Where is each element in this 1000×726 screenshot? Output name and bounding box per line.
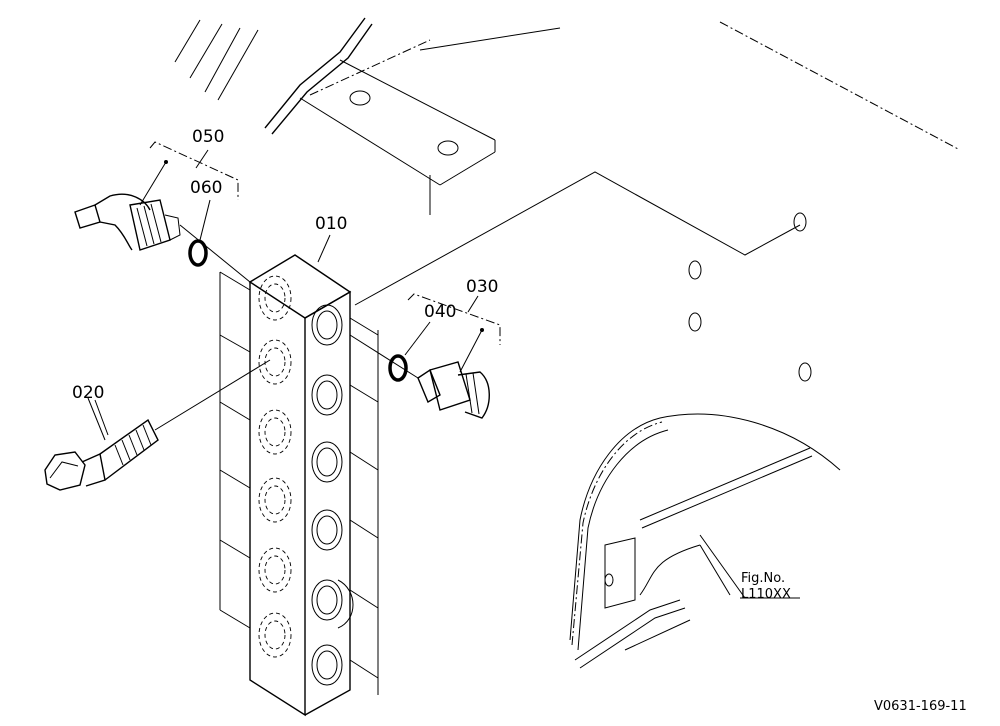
- manifold-block-010: [219, 254, 379, 717]
- label-050: 050: [192, 127, 224, 147]
- projection-lines-left: [219, 271, 251, 629]
- figure-reference: Fig.No. L110XX: [741, 571, 791, 602]
- label-010: 010: [315, 214, 347, 234]
- leader-lines: [94, 141, 800, 599]
- figure-ref-line1: Fig.No.: [741, 571, 785, 586]
- side-panel: [354, 171, 812, 382]
- projection-lines-right: [349, 317, 379, 695]
- o-ring-040: [388, 354, 408, 382]
- upper-frame-structure: [174, 17, 961, 215]
- o-ring-060: [188, 239, 208, 267]
- label-020: 020: [72, 383, 104, 403]
- straight-fitting-030: [349, 334, 490, 419]
- part-labels: 050 060 010 020 030 040: [72, 127, 498, 403]
- manifold-ports-front: [311, 304, 343, 686]
- label-040: 040: [424, 302, 456, 322]
- bolt-020: [44, 359, 271, 491]
- fender-assembly: [569, 413, 841, 669]
- label-060: 060: [190, 178, 222, 198]
- label-030: 030: [466, 277, 498, 297]
- manifold-ports-hidden: [258, 275, 292, 658]
- figure-ref-line2: L110XX: [741, 587, 791, 602]
- elbow-fitting-050: [74, 193, 251, 283]
- drawing-code: V0631-169-11: [874, 699, 967, 714]
